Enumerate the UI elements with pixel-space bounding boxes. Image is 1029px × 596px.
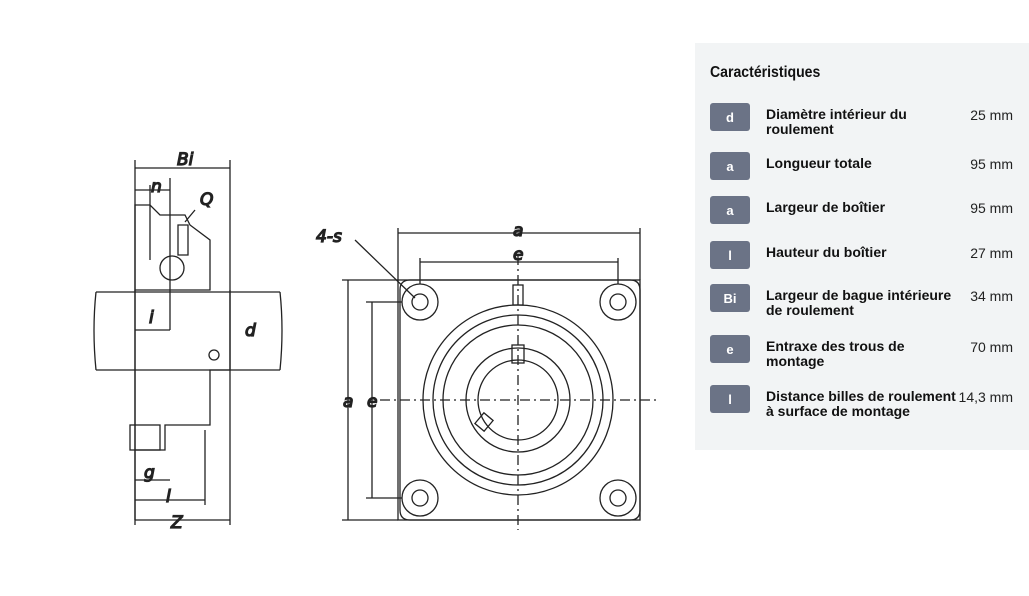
characteristic-value: 34 mm <box>970 288 1013 304</box>
characteristic-value: 27 mm <box>970 245 1013 261</box>
dimension-badge: l <box>710 385 750 413</box>
label-Bi: Bi <box>177 150 194 170</box>
dimension-badge: a <box>710 152 750 180</box>
characteristic-value: 95 mm <box>970 156 1013 172</box>
dimension-badge: Bi <box>710 284 750 312</box>
characteristic-value: 14,3 mm <box>958 389 1013 405</box>
dimension-badge: e <box>710 335 750 363</box>
label-i: i <box>149 308 154 328</box>
label-Q: Q <box>200 190 213 210</box>
dimension-badge: l <box>710 241 750 269</box>
characteristic-label: Hauteur du boîtier <box>766 244 887 260</box>
label-a-left: a <box>343 392 353 412</box>
characteristic-label: Diamètre intérieur du roulement <box>766 106 907 137</box>
label-4-s: 4-s <box>316 227 342 247</box>
characteristic-value: 70 mm <box>970 339 1013 355</box>
bearing-technical-drawing: Bi n Q i d g l Z 4-s a e a e <box>93 149 660 534</box>
characteristic-label: Largeur de boîtier <box>766 199 886 215</box>
characteristic-value: 95 mm <box>970 200 1013 216</box>
label-Z: Z <box>170 513 183 533</box>
characteristic-label: Entraxe des trous de montage <box>766 338 905 369</box>
characteristic-label: Longueur totale <box>766 155 872 171</box>
label-l: l <box>166 487 171 507</box>
side-view: Bi n Q i d g l Z <box>93 149 283 534</box>
dimension-badge: a <box>710 196 750 224</box>
front-view: 4-s a e a e <box>315 220 660 530</box>
label-g: g <box>144 463 155 483</box>
characteristic-label: Distance billes de roulement à surface d… <box>766 388 956 419</box>
dimension-badge: d <box>710 103 750 131</box>
label-e-top: e <box>513 245 523 265</box>
panel-title: Caractéristiques <box>710 64 821 81</box>
characteristic-label: Largeur de bague intérieure de roulement <box>766 287 952 318</box>
label-d: d <box>245 321 256 341</box>
characteristics-panel: Caractéristiques d Diamètre intérieur du… <box>695 43 1029 450</box>
label-a-top: a <box>513 221 523 241</box>
characteristic-value: 25 mm <box>970 107 1013 123</box>
label-e-left: e <box>367 392 377 412</box>
label-n: n <box>151 177 162 197</box>
